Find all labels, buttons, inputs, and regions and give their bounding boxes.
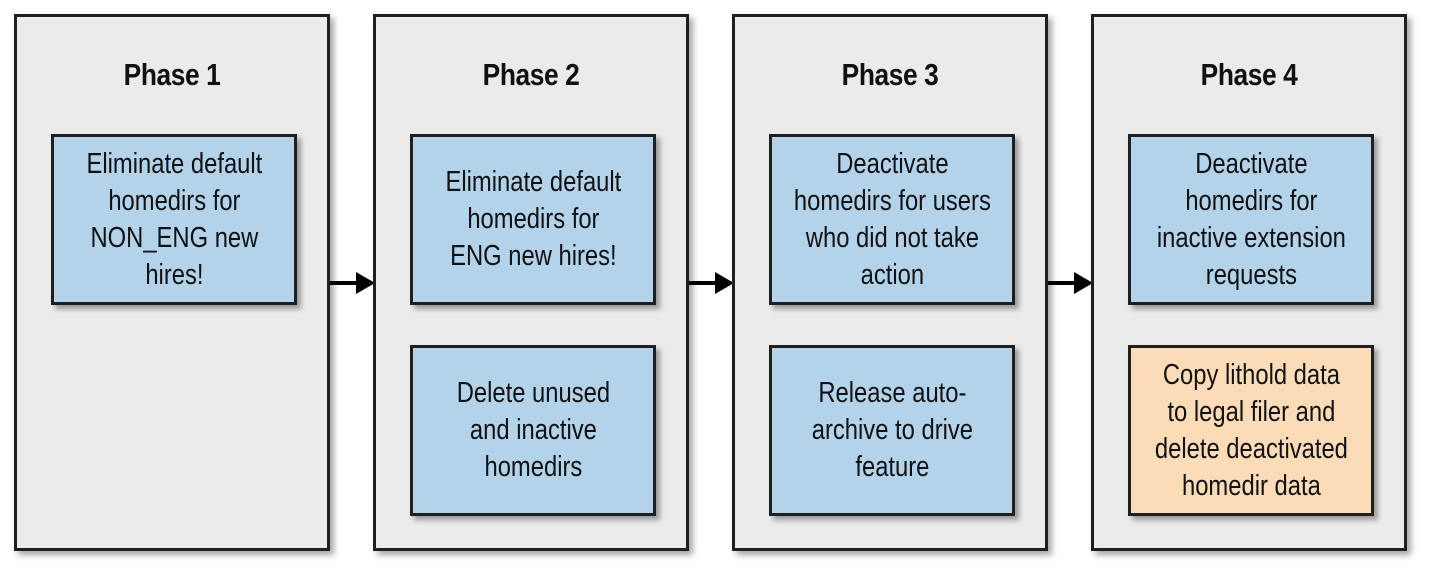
phase-2-task-2: Delete unused and inactive homedirs bbox=[410, 345, 656, 516]
phase-3-task-1-text: Deactivate homedirs for users who did no… bbox=[793, 147, 991, 291]
phase-4-task-2: Copy lithold data to legal filer and del… bbox=[1128, 345, 1374, 516]
arrow-right-icon bbox=[689, 272, 734, 294]
phase-3-task-2-text: Release auto- archive to drive feature bbox=[811, 377, 973, 483]
phase-4-title: Phase 4 bbox=[1200, 57, 1298, 92]
phase-2-task-2-text: Delete unused and inactive homedirs bbox=[456, 377, 610, 483]
phase-1-task-1: Eliminate default homedirs for NON_ENG n… bbox=[51, 134, 297, 305]
phase-3-task-2: Release auto- archive to drive feature bbox=[769, 345, 1015, 516]
arrow-right-icon bbox=[330, 272, 375, 294]
phase-2-task-1: Eliminate default homedirs for ENG new h… bbox=[410, 134, 656, 305]
phase-2-task-1-text: Eliminate default homedirs for ENG new h… bbox=[445, 166, 621, 272]
arrow-right-icon bbox=[1048, 272, 1093, 294]
phase-4-task-1: Deactivate homedirs for inactive extensi… bbox=[1128, 134, 1374, 305]
phase-3-title: Phase 3 bbox=[841, 57, 939, 92]
phase-1-task-1-text: Eliminate default homedirs for NON_ENG n… bbox=[86, 147, 262, 291]
phase-4-task-2-text: Copy lithold data to legal filer and del… bbox=[1154, 358, 1348, 502]
phase-4-panel: Phase 4 Deactivate homedirs for inactive… bbox=[1091, 14, 1407, 551]
phase-3-panel: Phase 3 Deactivate homedirs for users wh… bbox=[732, 14, 1048, 551]
phase-2-panel: Phase 2 Eliminate default homedirs for E… bbox=[373, 14, 689, 551]
phase-2-title: Phase 2 bbox=[482, 57, 580, 92]
phase-1-panel: Phase 1 Eliminate default homedirs for N… bbox=[14, 14, 330, 551]
phase-1-title: Phase 1 bbox=[123, 57, 221, 92]
phase-4-task-1-text: Deactivate homedirs for inactive extensi… bbox=[1156, 147, 1346, 291]
phase-3-task-1: Deactivate homedirs for users who did no… bbox=[769, 134, 1015, 305]
